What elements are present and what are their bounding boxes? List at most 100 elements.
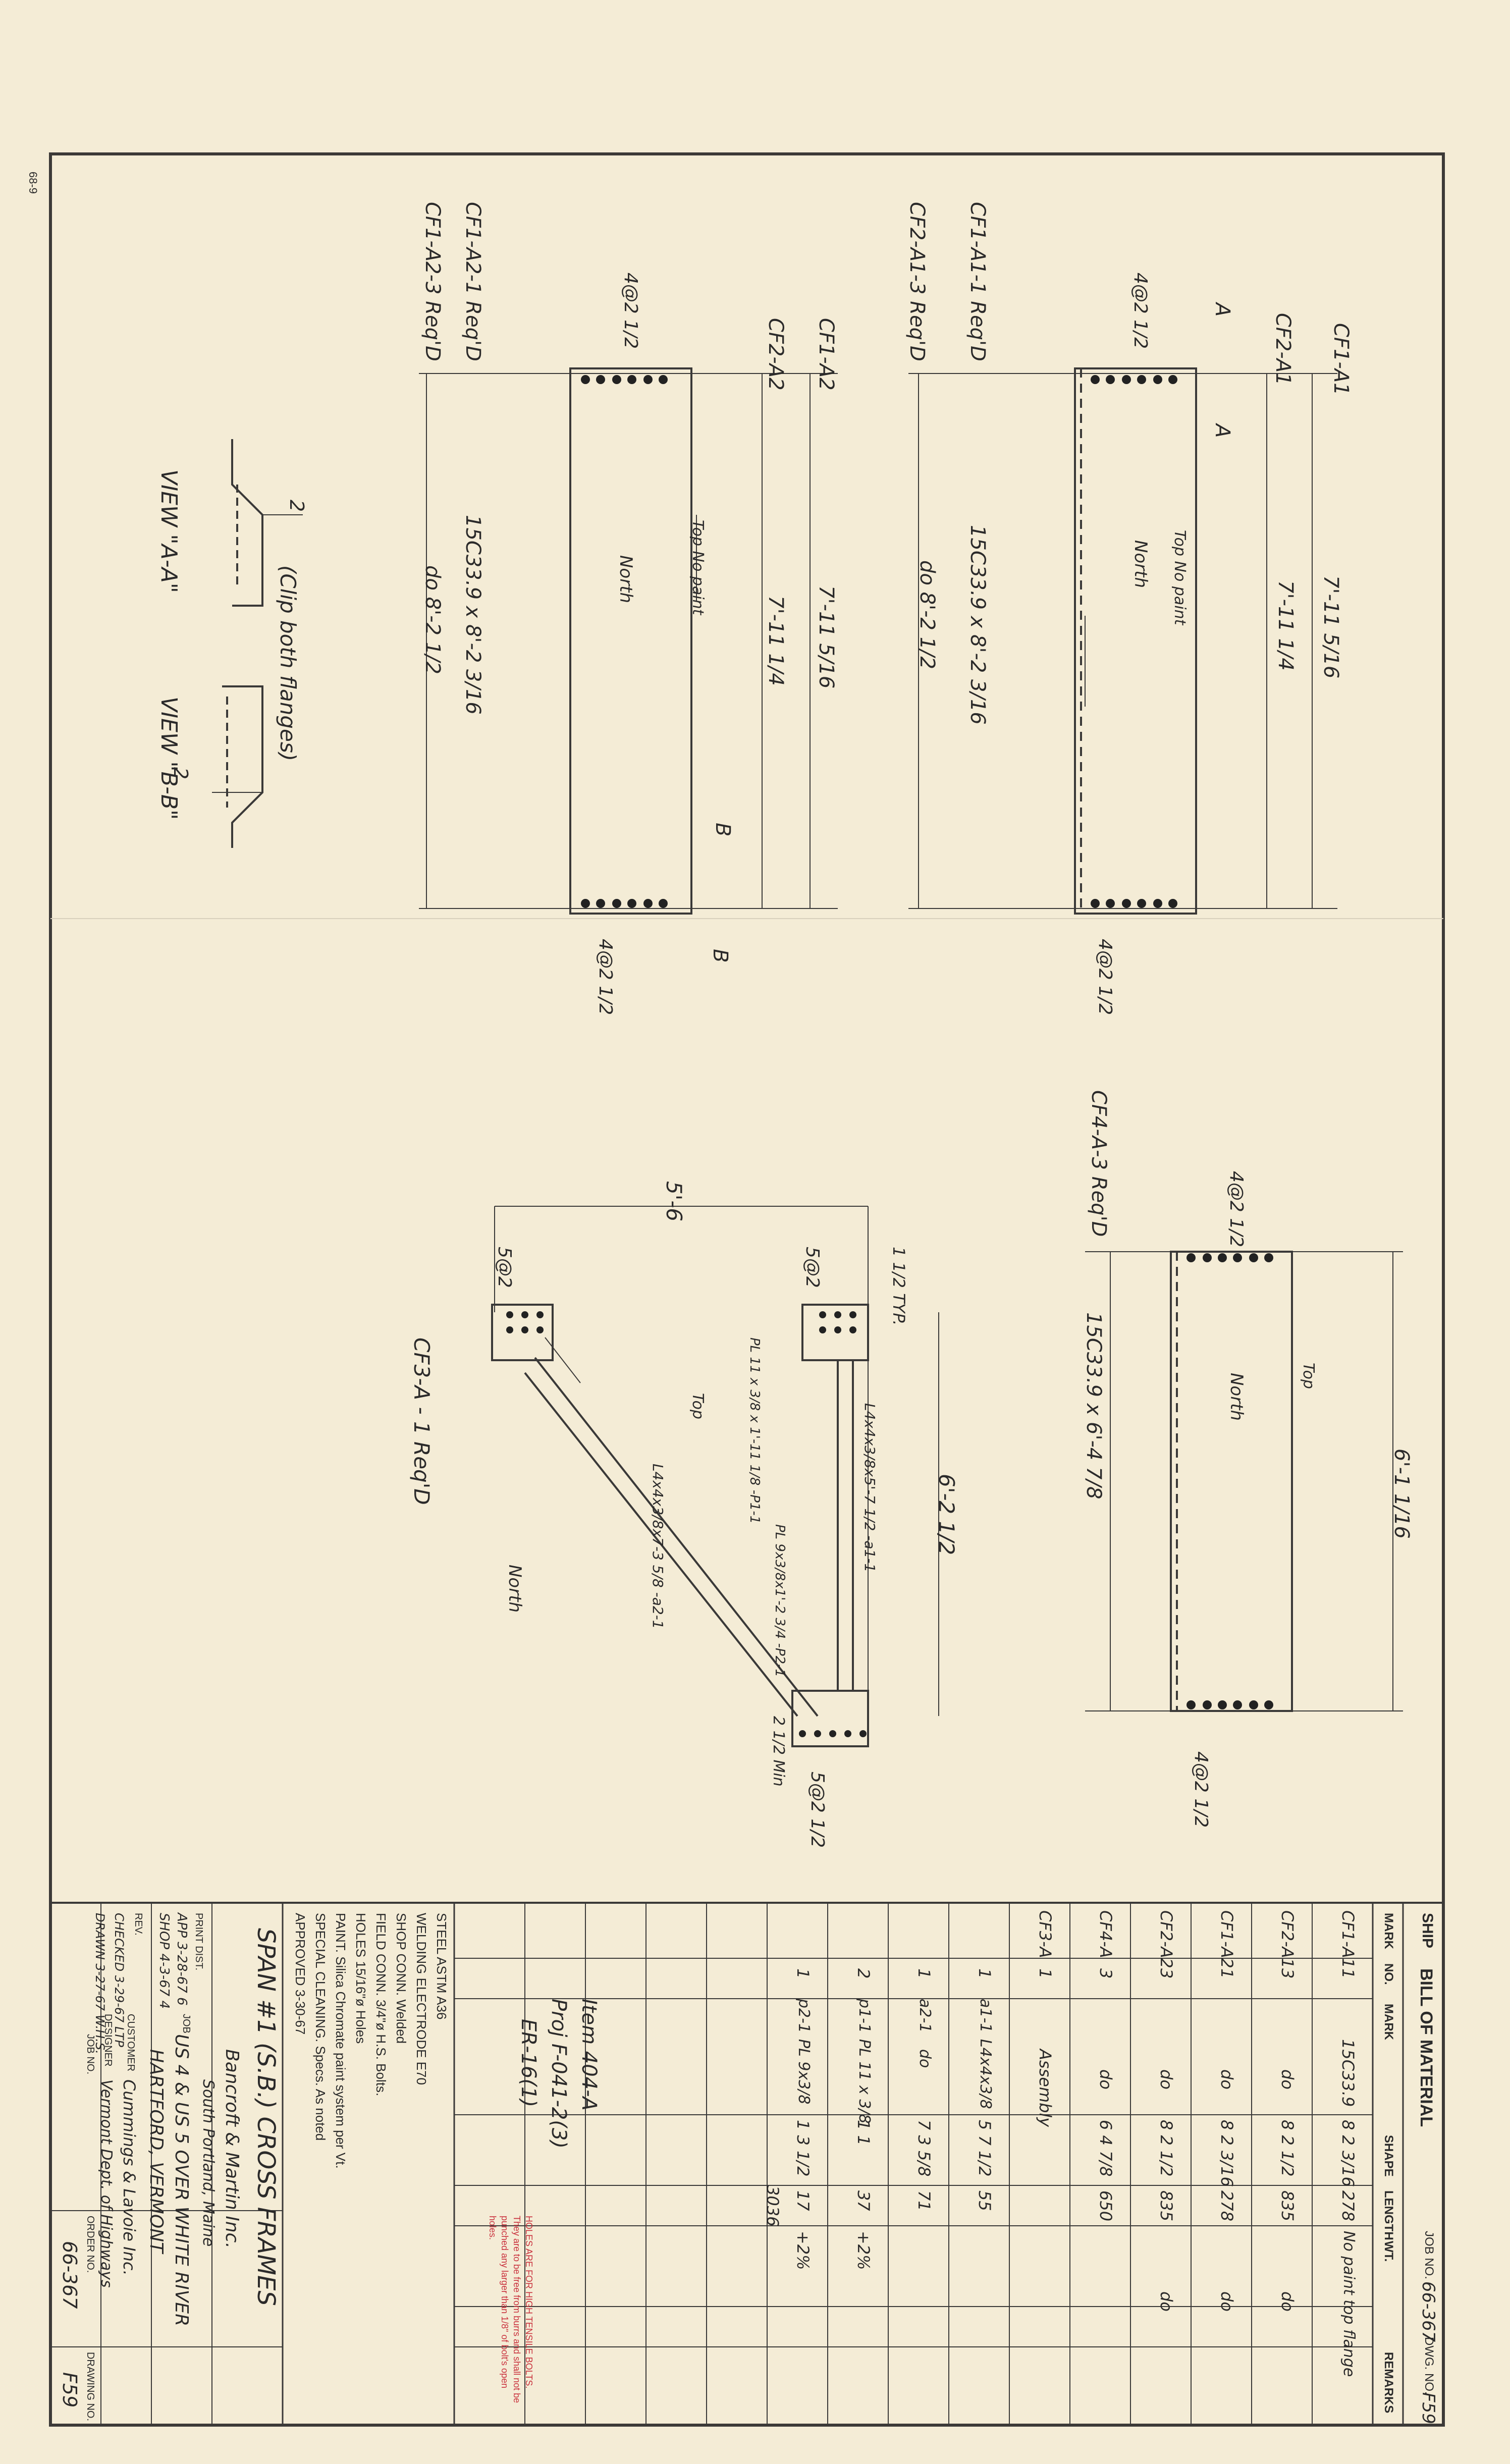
cf3-height: 6'-2 1/2 [934,1474,959,1556]
cf1-shape-do: do 8'-2 1/2 [915,560,939,669]
bom-row-remarks: do [1217,2291,1236,2312]
bom-row-length: 7 3 5/8 [914,2120,934,2177]
cf1-length-mid: 7'-11 1/4 [1274,580,1297,671]
bom-row-shape: do [1096,2069,1115,2090]
bom-row-shape: 15C33.9 [1338,2039,1358,2107]
cf2-top-note: Top No paint [689,520,707,615]
bom-header-no: NO. [1382,1963,1395,1985]
bom-row-no: 1 [975,1968,994,1979]
bom-row-wt: 835 [1278,2190,1297,2222]
cf1-sec-a: A [1211,303,1234,317]
cf2-bolt-left: 4@2 1/2 [620,273,641,349]
cf1-length-top: 7'-11 5/16 [1319,575,1342,679]
bom-row-wt: 278 [1217,2190,1236,2222]
bom-header-mark: MARK [1382,1913,1395,1949]
job-label: JOB [181,2014,192,2033]
drawing-no-value: F59 [59,2372,81,2408]
bom-row-length: 8 2 3/16 [1338,2120,1358,2187]
cf1-sec-a2: A [1211,424,1234,438]
bom-header-length: LENGTH [1382,2190,1395,2240]
cf2-sec-b2: B [709,949,732,963]
customer-label: CUSTOMER [125,2014,136,2072]
bom-row: CF2-A2 [1157,1910,1176,1968]
cf2-mark-b: CF2-A2 [764,318,787,391]
cf1-shape: 15C33.9 x 8'-2 3/16 [966,525,989,725]
print-dist-label: PRINT DIST. [193,1913,204,1971]
cf4-channel [1085,1251,1403,1712]
cf1-top-note: Top No paint [1171,530,1189,625]
cf1-bolts [1091,375,1177,908]
bom-red-note: HOLES ARE FOR HIGH TENSILE BOLTS. They a… [488,2216,534,2403]
sheet-border [49,152,1445,2427]
job-no-value: 66-367 [59,2241,81,2309]
bom-row: CF1-A2 [1217,1910,1236,1968]
spec-cleaning: SPECIAL CLEANING. Specs. As noted [313,1913,328,2141]
bom-row-shape: Assembly [1036,2049,1055,2127]
drawing-no-label: DRAWING NO. [85,2352,96,2422]
bom-row: CF2-A1 [1278,1910,1297,1968]
spec-holes: HOLES 15/16"ø Holes [353,1913,368,2044]
bom-row-wt: 835 [1157,2190,1176,2222]
cf2-shape-do: do 8'-2 1/2 [421,565,444,674]
cf3-width: 5'-6 [662,1181,686,1222]
cf2-shape: 15C33.9 x 8'-2 3/16 [461,515,484,715]
bom-row-shape: PL 9x3/8 [795,2039,813,2105]
cf4-length: 6'-1 1/16 [1390,1449,1413,1539]
view-b-label: VIEW "B-B" [156,697,182,820]
cf3-bolt-a: 5@2 [494,1247,515,1288]
spec-electrode: WELDING ELECTRODE E70 [414,1913,429,2085]
bom-row-shape: do [1157,2069,1176,2090]
spec-steel: STEEL ASTM A36 [434,1913,449,2020]
corner-tag: 68-9 [27,172,39,194]
drawing-title: SPAN #1 (S.B.) CROSS FRAMES [252,1928,280,2306]
bom-row-no: 3 [1157,1968,1176,1979]
bom-row-no: 1 [793,1968,813,1979]
bom-row-wt: 17 [793,2190,813,2211]
bom-row-mark: p2-1 [795,1999,813,2033]
bom-row-remarks: +2% [854,2231,873,2270]
cf4-bolt-bot: 4@2 1/2 [1191,1751,1211,1828]
bom-ship-label: SHIP [1419,1913,1436,1949]
cf3-bolt-c: 5@2 1/2 [807,1772,828,1848]
bom-total: 3036 [763,2185,782,2227]
bom-row-shape: do [916,2049,934,2068]
bom-header-remarks: REMARKS [1382,2352,1395,2414]
rev-label: REV. [133,1913,144,1936]
bom-title: BILL OF MATERIAL [1417,1968,1436,2127]
cf3-bolts [506,1311,867,1737]
bom-row-shape: L4x4x3/8 [977,2039,994,2109]
cf2-north: North [616,555,636,604]
bom-row-wt: 278 [1338,2190,1358,2222]
view-a-label: VIEW "A-A" [156,469,182,593]
shop-row: SHOP 4-3-67 4 [156,1913,172,2009]
bom-row-remarks: No paint top flange [1340,2231,1358,2377]
bom-row-remarks: do [1278,2291,1297,2312]
bom-row-shape: do [1278,2069,1297,2090]
app-row: APP 3-28-67 6 [174,1913,189,2006]
bom-row-mark: p1-1 [855,1999,873,2033]
cf1-mark-a1: CF1-A1 [1329,323,1353,396]
bom-row-length: 8 2 1/2 [1157,2120,1176,2177]
firm-name: Bancroft & Martin Inc. [222,2049,242,2248]
cf1-north: North [1130,540,1151,588]
bom-row: CF3-A [1036,1910,1055,1958]
bom-row-length: 1 1 [854,2120,873,2146]
bom-row-wt: 55 [975,2190,994,2211]
bom-row-wt: 71 [914,2190,934,2211]
bom-row-length: 5 7 1/2 [975,2120,994,2177]
cf3-gusset-top [801,1304,869,1361]
cf2-sec-b: B [711,823,734,837]
title-block-frame [50,1902,1443,2425]
bom-row-length: 8 2 1/2 [1278,2120,1297,2177]
cf3-gusset-left [491,1304,554,1361]
cf1-mark-a2: CF2-A1 [1271,313,1295,386]
cf2-mark-a: CF1-A2 [815,318,838,391]
cf2-bolt-right: 4@2 1/2 [595,939,616,1015]
bom-dwg-no: F59 [1418,2392,1438,2424]
cf3-north: North [505,1565,525,1613]
bom-row: CF1-A1 [1338,1910,1358,1968]
view-a-clip: (Clip both flanges) [276,565,300,762]
cf1-note-reqd: CF1-A1-1 Req'D [966,202,989,361]
